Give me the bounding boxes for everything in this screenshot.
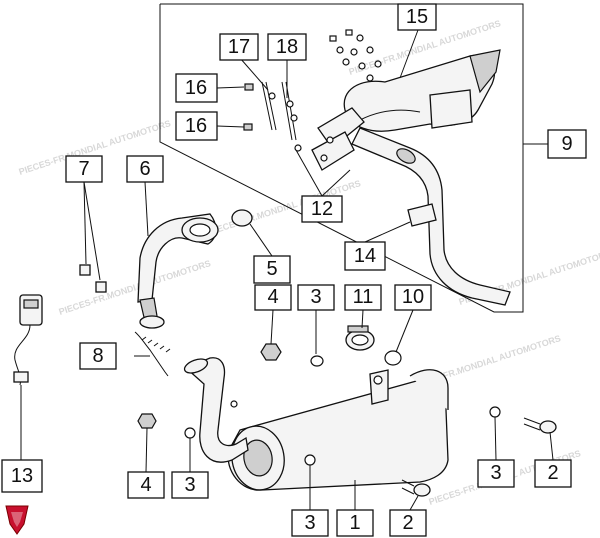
callout-label: 10: [402, 286, 424, 308]
oxygen-sensor-13: [13, 294, 43, 460]
leader-4a: [270, 309, 274, 345]
callout-label: 18: [276, 36, 298, 58]
callout-label: 6: [139, 158, 150, 180]
leader-3c: [494, 416, 497, 461]
studs-and-nuts: [243, 81, 302, 152]
callout-label: 14: [354, 245, 376, 267]
hardware-kit-15: [329, 29, 382, 82]
callout-3d: 3: [291, 509, 329, 537]
leader-6: [144, 181, 149, 237]
bracket-clips-7: [79, 264, 107, 293]
callout-14: 14: [344, 241, 386, 271]
grommet-14: [407, 203, 437, 227]
callout-label: 4: [140, 474, 151, 496]
leader-16a: [216, 86, 245, 89]
leader-2a: [549, 431, 554, 461]
callout-3b: 3: [171, 471, 209, 499]
leader-10: [395, 309, 414, 353]
callout-12: 12: [301, 195, 343, 223]
callout-label: 5: [266, 258, 277, 280]
washer-3b: [184, 427, 196, 439]
washer-3c: [489, 406, 501, 418]
callout-5: 5: [253, 255, 291, 284]
callout-13: 13: [1, 459, 43, 493]
callout-label: 3: [304, 512, 315, 534]
leader-12a: [295, 149, 323, 197]
header-pipe-6: [137, 213, 219, 329]
callout-label: 4: [267, 286, 278, 308]
washer-3a: [310, 355, 324, 367]
callout-label: 15: [406, 6, 428, 28]
leader-12b: [321, 169, 351, 197]
callout-17: 17: [219, 33, 259, 61]
callout-15: 15: [397, 3, 437, 31]
leader-7a: [83, 181, 87, 265]
clamp-11: [345, 325, 375, 351]
callout-label: 17: [228, 36, 250, 58]
callout-3c: 3: [477, 459, 515, 488]
callout-label: 9: [561, 133, 572, 155]
main-muffler-1: [183, 357, 449, 491]
washer-3d: [304, 454, 316, 466]
callout-11: 11: [344, 284, 382, 311]
nut-4a: [260, 343, 282, 361]
callout-2a: 2: [534, 459, 572, 488]
gasket-10: [384, 350, 402, 366]
callout-label: 2: [402, 512, 413, 534]
bolt-2b: [401, 479, 431, 497]
callout-8: 8: [79, 342, 117, 370]
leader-4b: [145, 427, 148, 473]
callout-4b: 4: [127, 471, 165, 499]
callout-6: 6: [126, 155, 164, 183]
callout-label: 13: [11, 465, 33, 487]
callout-label: 12: [311, 198, 333, 220]
bolt-2a: [523, 417, 557, 434]
callout-label: 11: [353, 286, 374, 308]
callout-16a: 16: [175, 73, 218, 103]
callout-2b: 2: [389, 509, 427, 537]
nut-4b: [137, 413, 157, 429]
leader-11: [361, 309, 364, 329]
callout-4a: 4: [254, 284, 292, 311]
callout-16b: 16: [175, 111, 218, 141]
leader-5: [249, 223, 273, 257]
callout-label: 8: [92, 345, 103, 367]
callout-label: 1: [349, 512, 360, 534]
assembly-9-outline: [159, 3, 524, 313]
callout-9: 9: [547, 129, 587, 159]
leader-17: [239, 57, 269, 91]
spring-8: [134, 331, 169, 377]
callout-label: 7: [78, 158, 89, 180]
callout-label: 3: [310, 286, 321, 308]
callout-label: 2: [547, 462, 558, 484]
gasket-5: [231, 209, 253, 227]
leader-16b: [216, 125, 245, 128]
callout-label: 3: [490, 462, 501, 484]
leader-15: [399, 29, 419, 79]
brand-logo: [5, 505, 29, 535]
leader-7b: [83, 181, 101, 281]
leader-14: [364, 221, 411, 243]
callout-label: 3: [184, 474, 195, 496]
callout-18: 18: [267, 33, 307, 61]
leader-2b: [409, 495, 419, 511]
callout-label: 16: [185, 77, 207, 99]
callout-10: 10: [394, 284, 432, 311]
callout-1: 1: [336, 509, 374, 537]
callout-label: 16: [185, 115, 207, 137]
callout-3a: 3: [297, 284, 335, 311]
callout-7: 7: [65, 155, 103, 183]
